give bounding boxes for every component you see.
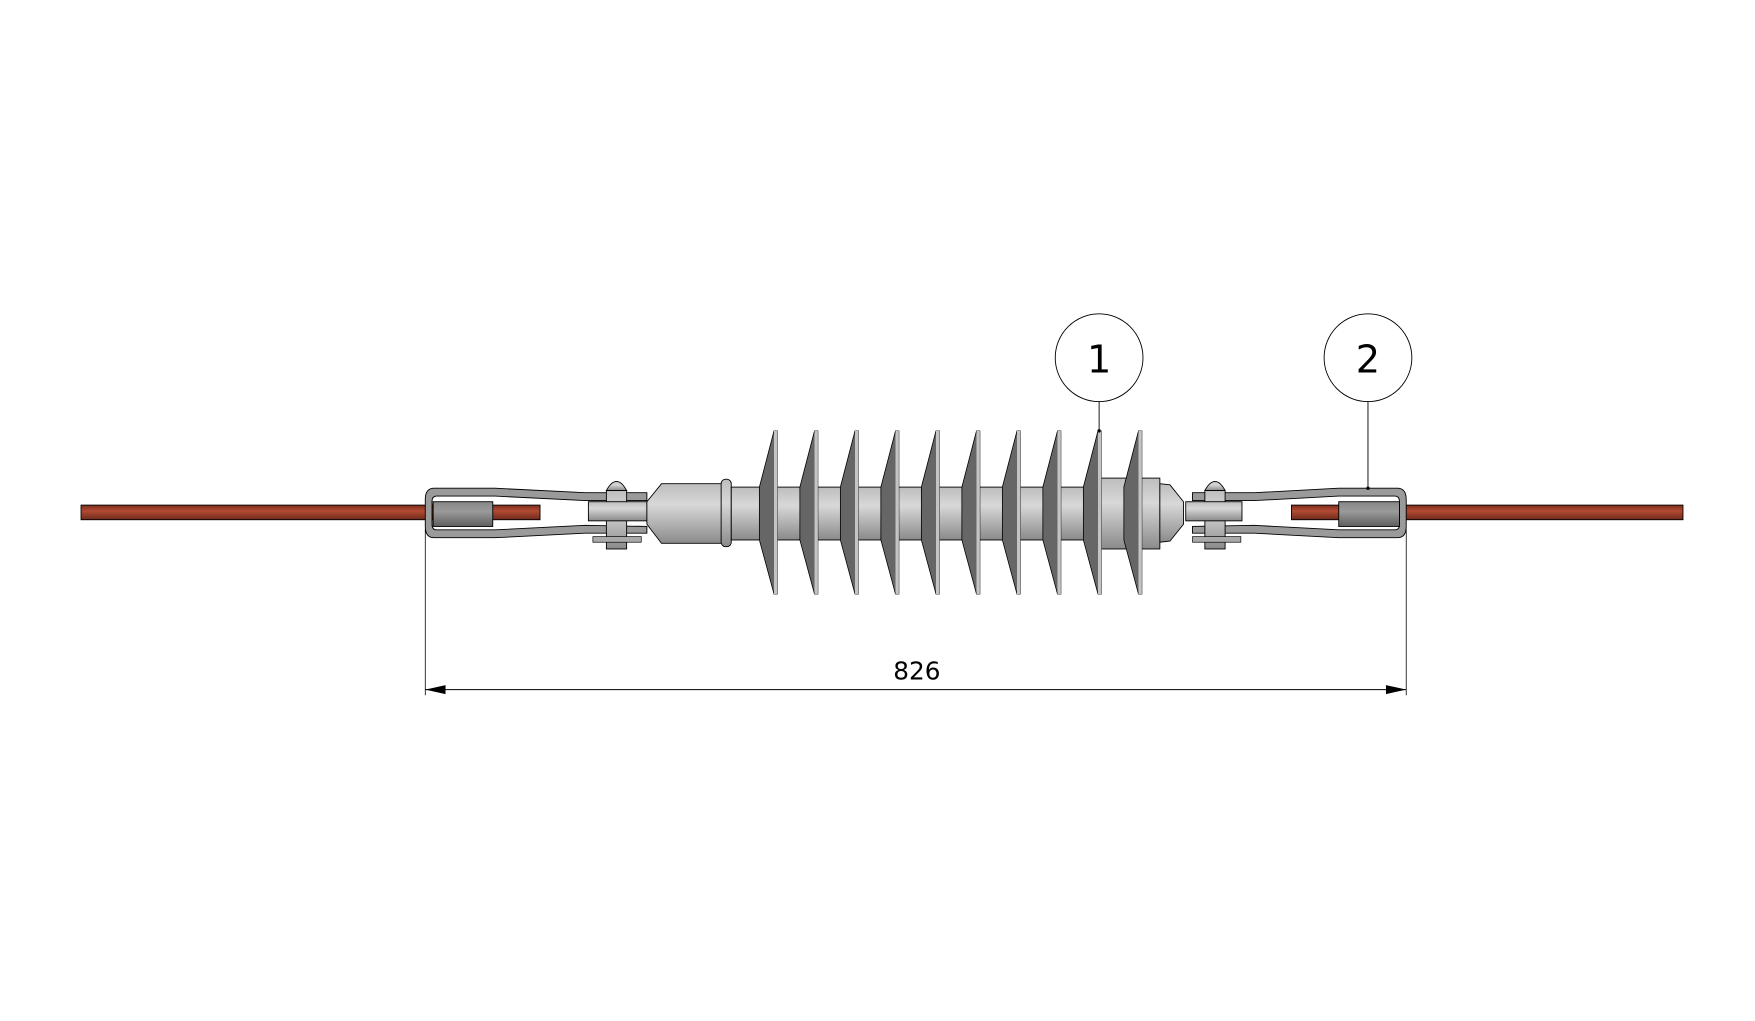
overall-length-dimension: 826	[424, 528, 1407, 696]
balloon-1: 1	[1054, 313, 1144, 433]
dimension-value: 826	[893, 656, 940, 685]
shed-edge	[935, 430, 940, 594]
right-dead-end-clamp	[1185, 481, 1407, 550]
balloon-1-label: 1	[1087, 338, 1111, 382]
shed-edge	[976, 430, 980, 594]
left-end-fitting	[646, 483, 727, 544]
balloon-2-label: 2	[1356, 338, 1380, 382]
shed-edge	[895, 430, 899, 594]
shed-edge	[1057, 430, 1061, 594]
core-rod	[730, 486, 1103, 541]
shed-edge	[1097, 430, 1102, 594]
left-dead-end-clamp	[424, 481, 648, 550]
shed-edge	[1016, 430, 1021, 594]
shed-edge	[855, 430, 859, 594]
shed-edge	[774, 430, 778, 594]
shed-edge	[1138, 430, 1142, 594]
composite-insulator	[646, 430, 1184, 595]
balloon-2: 2	[1323, 313, 1413, 490]
shed-edge	[814, 430, 818, 594]
